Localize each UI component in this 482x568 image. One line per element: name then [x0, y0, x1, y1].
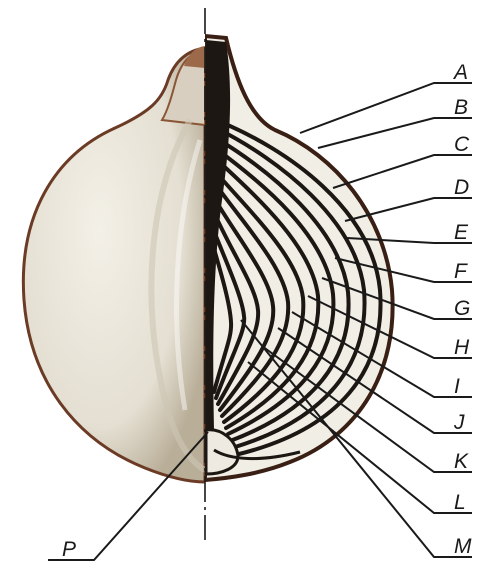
leader-line-A: [300, 83, 472, 133]
onion-photo-half: [23, 46, 205, 482]
label-F: F: [454, 260, 468, 283]
label-D: D: [454, 176, 469, 199]
leader-line-B: [318, 118, 472, 148]
label-J: J: [453, 411, 465, 434]
label-B: B: [454, 96, 468, 119]
leader-line-C: [333, 155, 472, 188]
label-L: L: [454, 491, 466, 514]
label-P: P: [62, 538, 76, 561]
label-A: A: [452, 61, 468, 84]
label-I: I: [454, 375, 460, 398]
onion-diagram-half: [205, 36, 393, 480]
label-G: G: [454, 297, 470, 320]
label-H: H: [454, 336, 470, 359]
label-M: M: [454, 535, 472, 558]
label-K: K: [454, 450, 469, 473]
label-C: C: [454, 133, 470, 156]
label-E: E: [454, 221, 469, 244]
